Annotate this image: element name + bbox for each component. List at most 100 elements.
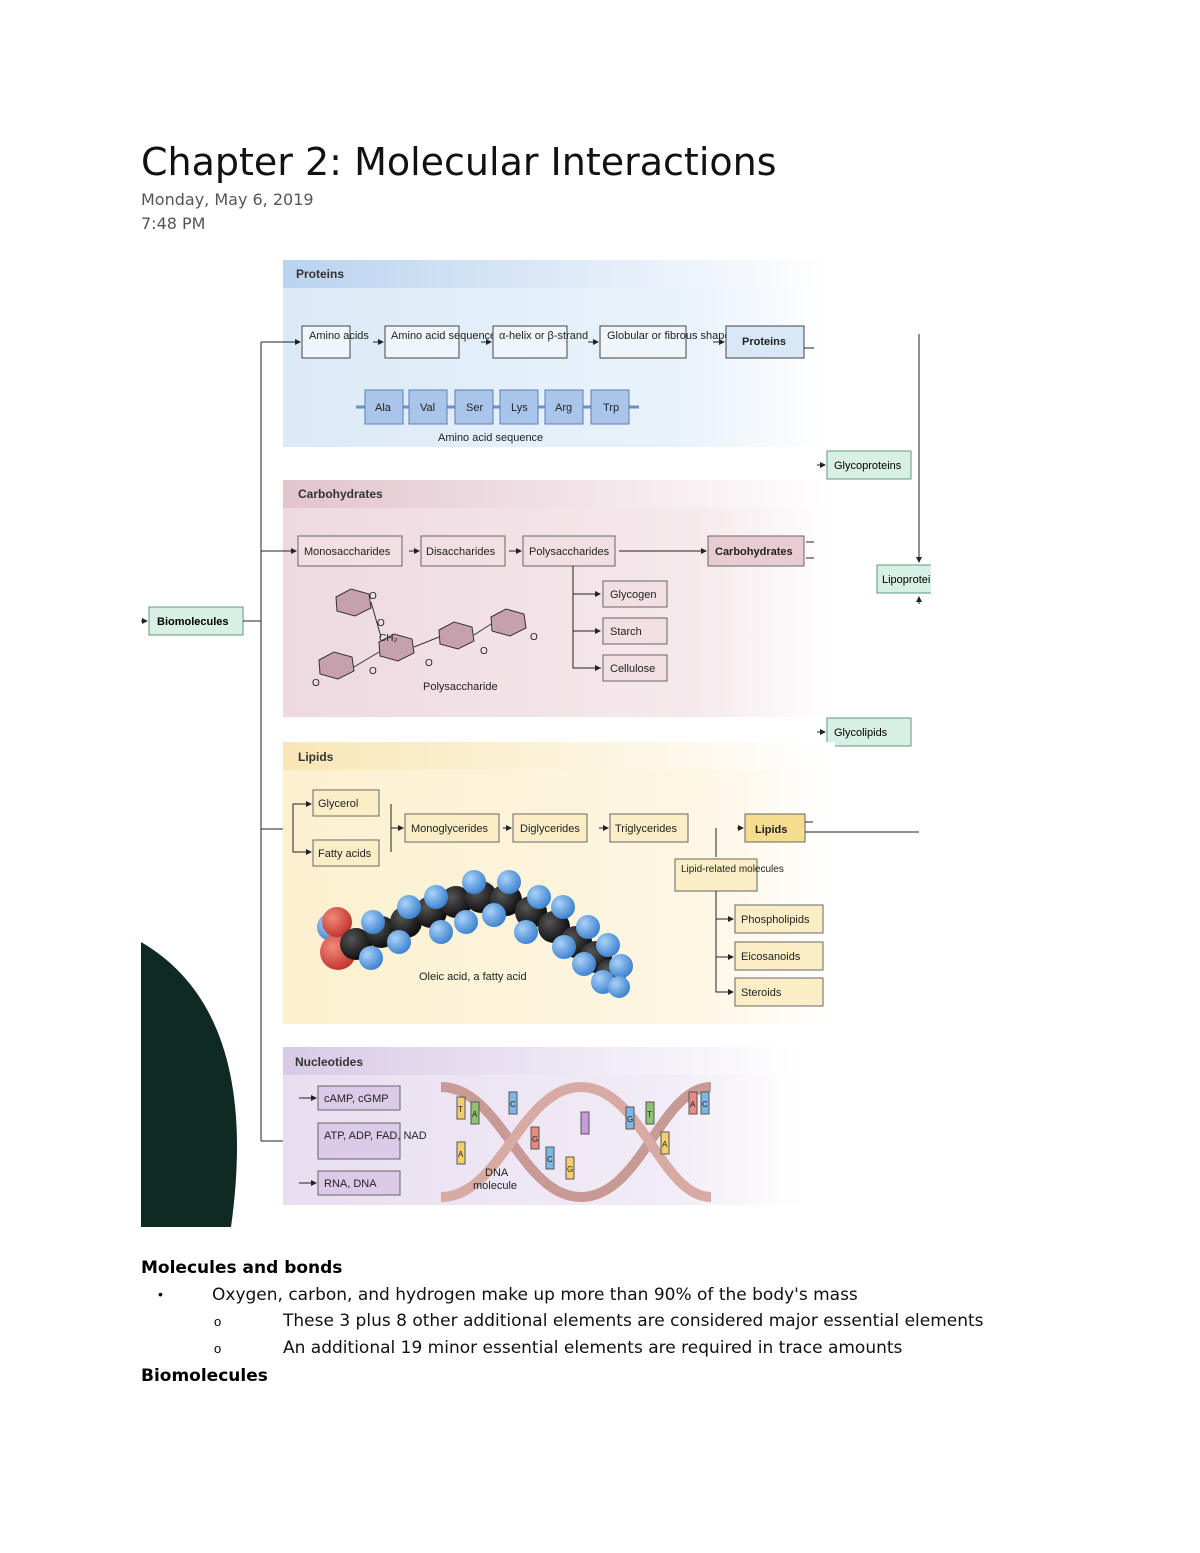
- box-helix-strand: [492, 325, 568, 359]
- box-biomolecules: [148, 606, 244, 636]
- svg-text:G: G: [627, 1115, 633, 1124]
- biomolecules-figure: Proteins Amino acids Amino acid sequence…: [141, 260, 931, 1227]
- nucleotides-header-bar: [283, 1047, 803, 1075]
- bullet-marker: •: [158, 1286, 163, 1302]
- page-title: Chapter 2: Molecular Interactions: [141, 140, 777, 184]
- aa-ala-label: Ala: [375, 402, 392, 414]
- box-disaccharides: [420, 535, 506, 567]
- lipoproteins-label: Lipoproteins: [882, 574, 931, 586]
- step-lipids: Lipids: [755, 824, 787, 836]
- heading-biomolecules: Biomolecules: [141, 1366, 268, 1386]
- svg-text:O: O: [425, 658, 433, 669]
- step-carbohydrates: Carbohydrates: [715, 546, 793, 558]
- aa-lys-label: Lys: [511, 402, 528, 414]
- oleic-acid-caption: Oleic acid, a fatty acid: [419, 971, 527, 983]
- glycerol-label: Glycerol: [318, 798, 358, 810]
- proteins-steps: Amino acids Amino acid sequence α-helix …: [301, 325, 805, 359]
- svg-text:A: A: [662, 1140, 668, 1149]
- box-monosaccharides: [297, 535, 403, 567]
- biomolecules-label: Biomolecules: [157, 616, 229, 628]
- step-amino-acid-sequence: Amino acid sequence: [391, 330, 496, 342]
- step-globular-shape: Globular or fibrous shape: [607, 330, 731, 342]
- bullet-text: Oxygen, carbon, and hydrogen make up mor…: [212, 1285, 858, 1305]
- svg-text:C: C: [547, 1155, 553, 1164]
- svg-text:A: A: [690, 1100, 696, 1109]
- lipid-related-label: Lipid-related molecules: [681, 864, 784, 875]
- box-starch: [602, 617, 668, 645]
- lipids-header: Lipids: [298, 750, 334, 764]
- glycoproteins-label: Glycoproteins: [834, 460, 902, 472]
- page-date: Monday, May 6, 2019: [141, 190, 314, 209]
- box-proteins: [725, 325, 805, 359]
- step-monoglycerides: Monoglycerides: [411, 823, 489, 835]
- carbohydrate-steps: Monosaccharides Disaccharides Polysaccha…: [297, 535, 805, 567]
- aa-arg-label: Arg: [555, 402, 572, 414]
- poly-starch: Starch: [610, 626, 642, 638]
- amino-acid-chain: Ala Val Ser Lys Arg Trp Amino acid seque…: [356, 389, 639, 444]
- box-steroids: [734, 977, 824, 1007]
- box-monoglycerides: [404, 813, 500, 843]
- carbohydrates-header-bar: [283, 480, 835, 508]
- svg-text:O: O: [377, 618, 385, 629]
- svg-text:O: O: [480, 646, 488, 657]
- box-lipids: [744, 813, 806, 843]
- camp-label: cAMP, cGMP: [324, 1093, 389, 1105]
- svg-text:A: A: [458, 1150, 464, 1159]
- box-fatty-acids: [312, 839, 380, 867]
- carbohydrates-panel: [283, 480, 835, 717]
- svg-text:C: C: [510, 1100, 516, 1109]
- proteins-header-bar: [283, 260, 831, 288]
- step-polysaccharides: Polysaccharides: [529, 546, 610, 558]
- box-lipoproteins: [876, 564, 931, 594]
- rna-dna-label: RNA, DNA: [324, 1178, 377, 1190]
- step-proteins: Proteins: [742, 336, 786, 348]
- aa-trp: [590, 389, 630, 425]
- box-globular-shape: [599, 325, 687, 359]
- svg-text:T: T: [458, 1105, 463, 1114]
- dna-caption-2: molecule: [473, 1180, 517, 1192]
- decorative-dark-arc: [141, 942, 237, 1227]
- page-time: 7:48 PM: [141, 214, 206, 233]
- svg-text:A: A: [472, 1110, 478, 1119]
- sub-bullet-marker: o: [214, 1314, 222, 1329]
- atp-label: ATP, ADP, FAD, NAD: [324, 1130, 427, 1142]
- aa-lys: [499, 389, 539, 425]
- phospholipids-label: Phospholipids: [741, 914, 810, 926]
- svg-text:O: O: [369, 666, 377, 677]
- step-monosaccharides: Monosaccharides: [304, 546, 391, 558]
- aa-val: [408, 389, 448, 425]
- box-carbohydrates: [707, 535, 805, 567]
- box-atp: [317, 1122, 401, 1160]
- svg-text:O: O: [312, 678, 320, 689]
- box-cellulose: [602, 654, 668, 682]
- sub-bullet-text-2: An additional 19 minor essential element…: [283, 1338, 903, 1358]
- eicosanoids-label: Eicosanoids: [741, 951, 801, 963]
- polysaccharide-illustration: [318, 588, 527, 680]
- aa-trp-label: Trp: [603, 402, 619, 414]
- box-glycolipids: [826, 717, 912, 747]
- box-lipid-related: [674, 858, 758, 892]
- chain-caption: Amino acid sequence: [438, 432, 543, 444]
- nucleotides-header: Nucleotides: [295, 1055, 363, 1069]
- box-glycoproteins: [826, 450, 912, 480]
- box-rna-dna: [317, 1170, 401, 1196]
- ch2-label: CH₂: [379, 633, 397, 644]
- step-diglycerides: Diglycerides: [520, 823, 580, 835]
- polysaccharide-caption: Polysaccharide: [423, 681, 498, 693]
- steroids-label: Steroids: [741, 987, 782, 999]
- svg-text:O: O: [530, 632, 538, 643]
- svg-text:T: T: [647, 1110, 652, 1119]
- aa-val-label: Val: [420, 402, 435, 414]
- box-amino-acids: [301, 325, 351, 359]
- aa-ser-label: Ser: [466, 402, 483, 414]
- step-helix-strand: α-helix or β-strand: [499, 330, 588, 342]
- box-camp: [317, 1085, 401, 1111]
- aa-ser: [454, 389, 494, 425]
- step-disaccharides: Disaccharides: [426, 546, 496, 558]
- dna-illustration: T A A C G C G G T A A C: [440, 1081, 712, 1203]
- poly-glycogen: Glycogen: [610, 589, 656, 601]
- poly-cellulose: Cellulose: [610, 663, 655, 675]
- step-triglycerides: Triglycerides: [615, 823, 677, 835]
- svg-text:O: O: [369, 591, 377, 602]
- box-triglycerides: [609, 813, 689, 843]
